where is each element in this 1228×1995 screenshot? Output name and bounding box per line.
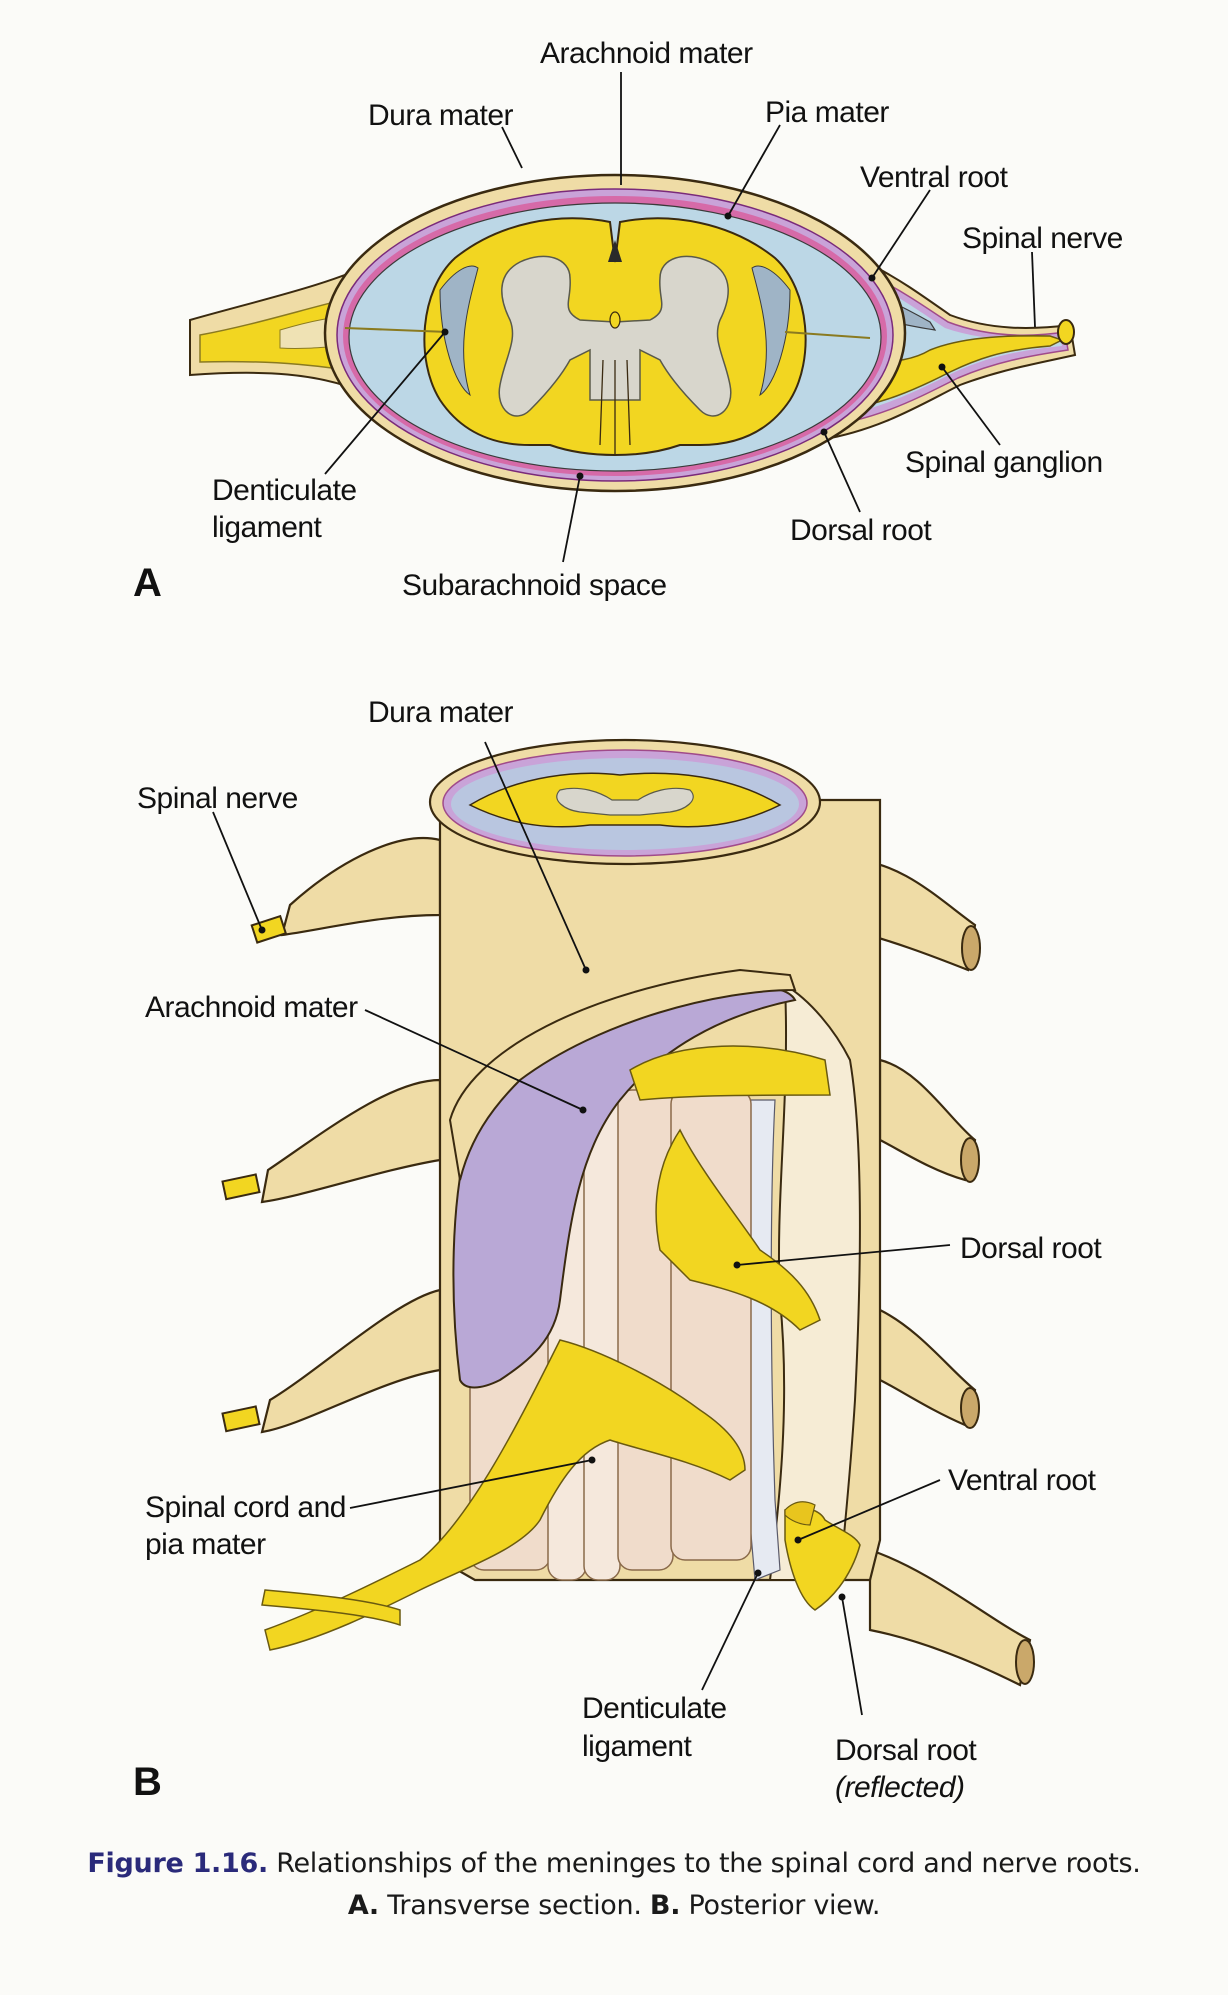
dorsal-median-fissure-lines: [599, 359, 631, 455]
leader-a-denticulate: [324, 331, 446, 475]
ventral-root-small: [784, 1501, 816, 1526]
label-a-spinal-nerve: Spinal nerve: [962, 222, 1123, 255]
pointer-dot: [838, 1593, 846, 1601]
label-a-subarachnoid-space: Subarachnoid space: [402, 569, 667, 602]
dura-cut-edge: [448, 968, 797, 1181]
label-b-denticulate-line1: Denticulate: [582, 1692, 727, 1725]
leader-b-denticulate: [701, 1572, 759, 1691]
panel-a-transverse-section: Arachnoid mater Dura mater Pia mater Ven…: [133, 37, 1123, 605]
label-a-arachnoid-mater: Arachnoid mater: [540, 37, 753, 70]
leader-a-dorsal-root: [823, 431, 861, 513]
leader-b-dorsal-root-reflected: [841, 1596, 863, 1716]
left-nerve-ends: [221, 914, 288, 1433]
label-a-spinal-ganglion: Spinal ganglion: [905, 446, 1103, 479]
label-b-dorsal-root-reflected-line1: Dorsal root: [835, 1734, 977, 1767]
leader-b-dorsal-root: [736, 1244, 951, 1266]
leader-a-pia: [727, 124, 781, 217]
label-b-dorsal-root: Dorsal root: [960, 1232, 1102, 1265]
right-nerve-openings: [960, 925, 1035, 1685]
top-section-gray-matter: [556, 787, 694, 816]
panel-b-letter: B: [133, 1760, 162, 1804]
leader-b-arachnoid: [364, 1009, 584, 1111]
caption-b-label: B.: [649, 1890, 681, 1921]
pointer-dot: [579, 1106, 587, 1114]
leader-b-ventral-root: [797, 1479, 941, 1541]
label-b-dorsal-root-reflected-line2: (reflected): [835, 1771, 965, 1804]
leader-a-spinal-ganglion: [941, 366, 1001, 446]
denticulate-ligament-right: [784, 331, 871, 339]
label-a-dorsal-root: Dorsal root: [790, 514, 932, 547]
spinal-nerve-end: [1057, 319, 1075, 345]
denticulate-ligament-left: [344, 327, 449, 333]
label-b-ventral-root: Ventral root: [948, 1464, 1097, 1497]
caption-b-text: Posterior view.: [688, 1890, 881, 1921]
pointer-dot: [576, 472, 584, 480]
central-canal: [609, 311, 621, 329]
figure-caption-line2: A. Transverse section. B. Posterior view…: [0, 1890, 1228, 1921]
caption-a-text: Transverse section.: [387, 1890, 642, 1921]
pointer-dot: [868, 274, 876, 282]
pointer-dot: [588, 1456, 596, 1464]
caption-a-label: A.: [347, 1890, 379, 1921]
pointer-dot: [733, 1261, 741, 1269]
label-a-dura-mater: Dura mater: [368, 99, 514, 132]
ventral-median-fissure: [608, 240, 622, 262]
label-b-dura-mater: Dura mater: [368, 696, 514, 729]
left-csf-pocket: [439, 265, 479, 397]
label-b-denticulate-line2: ligament: [582, 1730, 693, 1763]
pointer-dot: [258, 926, 266, 934]
right-nerve-sleeves: [848, 858, 1032, 1687]
leader-a-ventral-root: [871, 189, 931, 279]
leader-a-dura: [501, 126, 523, 169]
label-b-spinal-cord-line1: Spinal cord and: [145, 1491, 346, 1524]
leader-b-spinal-cord: [349, 1459, 593, 1509]
pointer-dot: [820, 428, 828, 436]
label-a-ventral-root: Ventral root: [860, 161, 1009, 194]
leader-a-subarachnoid: [562, 475, 581, 563]
label-a-denticulate-line1: Denticulate: [212, 474, 357, 507]
label-a-denticulate-line2: ligament: [212, 511, 323, 544]
panel-b-posterior-view: Dura mater Spinal nerve Arachnoid mater …: [133, 696, 1103, 1804]
leader-b-dura: [484, 741, 587, 971]
left-nerve-sleeves: [260, 836, 442, 1434]
right-csf-pocket: [751, 265, 791, 397]
pointer-dot: [582, 966, 590, 974]
gray-matter-butterfly: [498, 255, 732, 417]
figure-caption-text: Relationships of the meninges to the spi…: [276, 1848, 1141, 1879]
label-b-arachnoid-mater: Arachnoid mater: [145, 991, 358, 1024]
pointer-dot: [754, 1569, 762, 1577]
leader-a-spinal-nerve: [1031, 251, 1036, 328]
label-a-pia-mater: Pia mater: [765, 96, 889, 129]
dorsal-rootlets: [261, 1045, 831, 1651]
pointer-dot: [938, 363, 946, 371]
figure-caption-line1: Figure 1.16. Relationships of the mening…: [0, 1848, 1228, 1879]
pointer-dot: [441, 328, 449, 336]
pointer-dot: [724, 212, 732, 220]
leader-b-spinal-nerve: [212, 811, 263, 931]
label-b-spinal-cord-line2: pia mater: [145, 1528, 266, 1561]
label-b-spinal-nerve: Spinal nerve: [137, 782, 298, 815]
reflected-dorsal-root: [784, 1507, 861, 1611]
spinal-ganglion-shape: [839, 335, 1064, 411]
panel-a-letter: A: [133, 561, 162, 605]
figure-number: Figure 1.16.: [87, 1848, 268, 1879]
pointer-dot: [794, 1536, 802, 1544]
